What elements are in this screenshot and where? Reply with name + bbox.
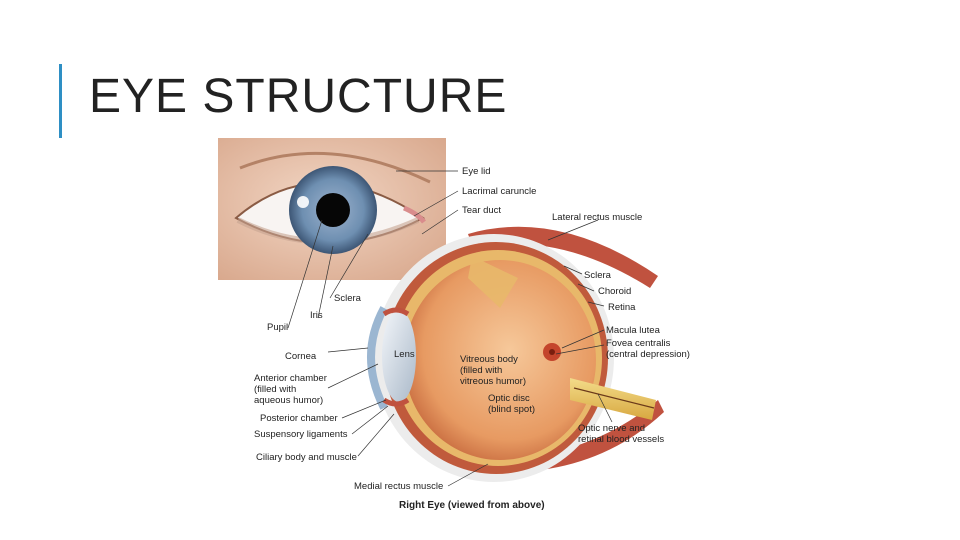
- label-choroid: Choroid: [598, 286, 631, 297]
- label-sclera: Sclera: [584, 270, 612, 281]
- label-vitreous-body-3: vitreous humor): [460, 376, 526, 387]
- optic-nerve-shape: [570, 378, 656, 420]
- label-fovea-centralis: Fovea centralis: [606, 338, 671, 349]
- label-anterior-chamber: Anterior chamber: [254, 373, 327, 384]
- label-eye-lid: Eye lid: [462, 166, 491, 177]
- label-lens: Lens: [394, 349, 415, 360]
- eye-diagram-svg: Eye lid Lacrimal caruncle Tear duct Late…: [218, 138, 690, 511]
- label-vitreous-body: Vitreous body: [460, 354, 518, 365]
- label-optic-disc-2: (blind spot): [488, 404, 535, 415]
- lens-shape: [382, 310, 416, 402]
- label-tear-duct: Tear duct: [462, 205, 501, 216]
- label-macula-lutea: Macula lutea: [606, 325, 661, 336]
- label-iris: Iris: [310, 310, 323, 321]
- pupil-shape: [316, 193, 350, 227]
- label-anterior-chamber-3: aqueous humor): [254, 395, 323, 406]
- label-lacrimal-caruncle: Lacrimal caruncle: [462, 186, 536, 197]
- retina-fold: [468, 256, 518, 308]
- front-eye-illustration: [218, 138, 446, 280]
- label-lateral-rectus: Lateral rectus muscle: [552, 212, 642, 223]
- label-cornea: Cornea: [285, 351, 317, 362]
- label-optic-nerve: Optic nerve and: [578, 423, 645, 434]
- label-pupil: Pupil: [267, 322, 288, 333]
- eye-diagram: Eye lid Lacrimal caruncle Tear duct Late…: [218, 138, 696, 515]
- ciliary-bottom: [382, 397, 410, 407]
- label-optic-disc: Optic disc: [488, 393, 530, 404]
- label-sclera-front: Sclera: [334, 293, 362, 304]
- slide-title: EYE STRUCTURE: [89, 70, 508, 123]
- diagram-caption: Right Eye (viewed from above): [399, 500, 545, 511]
- leader-lines: [287, 170, 613, 487]
- label-vitreous-body-2: (filled with: [460, 365, 502, 376]
- label-retina: Retina: [608, 302, 636, 313]
- label-anterior-chamber-2: (filled with: [254, 384, 296, 395]
- label-medial-rectus: Medial rectus muscle: [354, 481, 443, 492]
- title-accent-bar: [59, 64, 62, 138]
- ciliary-top: [382, 307, 410, 317]
- eyeball-cross-section: [367, 234, 656, 482]
- cornea-shape: [367, 306, 388, 410]
- label-optic-nerve-2: retinal blood vessels: [578, 434, 664, 445]
- optic-vessel: [573, 387, 655, 409]
- vitreous-body-shape: [404, 260, 596, 460]
- eye-highlight: [297, 196, 309, 208]
- label-posterior-chamber: Posterior chamber: [260, 413, 338, 424]
- fovea-shape: [549, 349, 555, 355]
- label-ciliary-body: Ciliary body and muscle: [256, 452, 357, 463]
- label-fovea-centralis-2: (central depression): [606, 349, 690, 360]
- label-suspensory-ligaments: Suspensory ligaments: [254, 429, 348, 440]
